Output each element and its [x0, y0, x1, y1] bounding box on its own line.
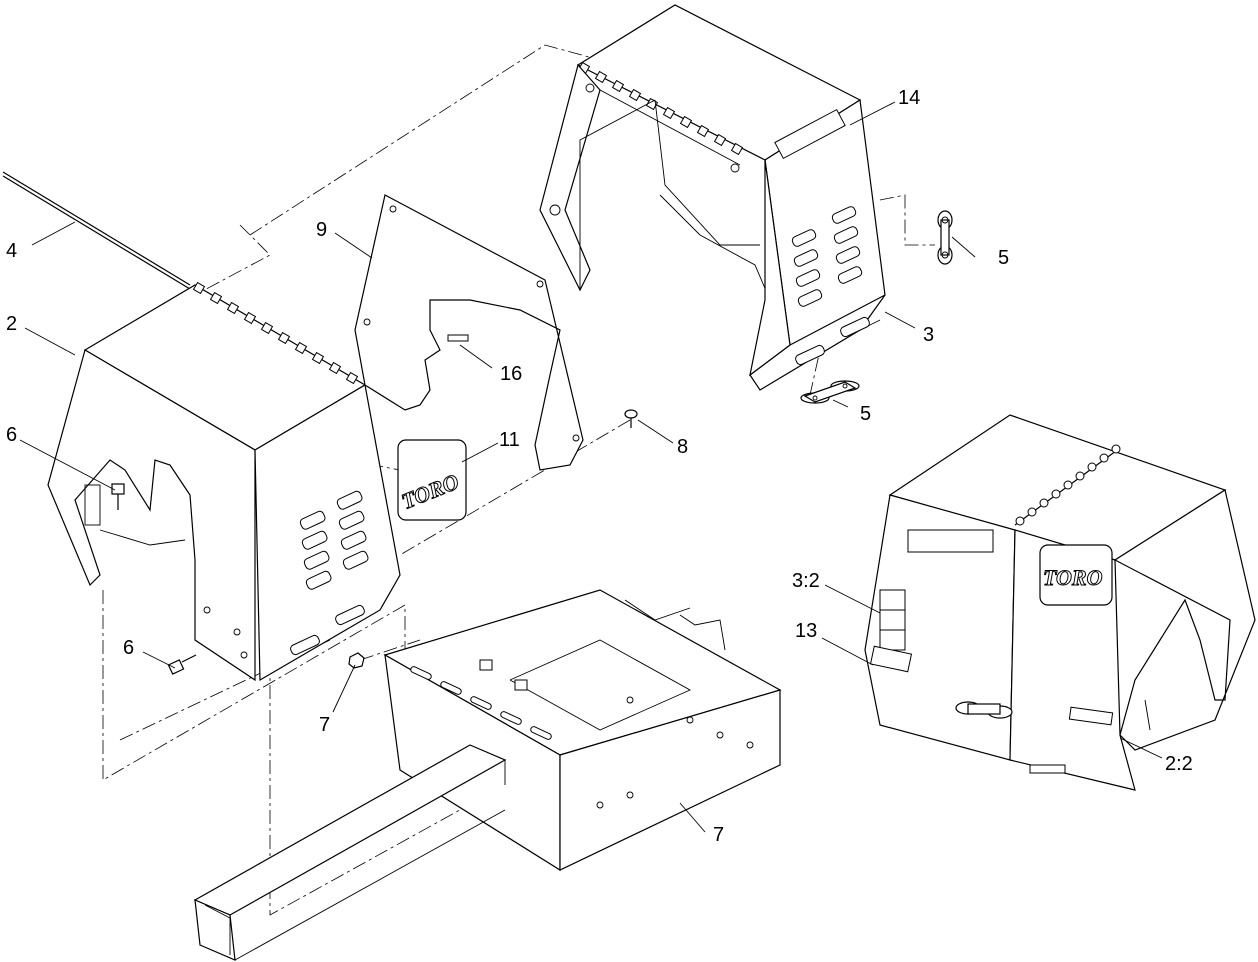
latch-link-upper: [937, 210, 953, 265]
callout-16: 16: [500, 363, 522, 385]
divider-plate: [354, 194, 584, 471]
callout-6-upper: 6: [6, 424, 17, 446]
bolt-upper: [111, 483, 125, 510]
callout-5-lower: 5: [860, 403, 871, 425]
callout-7-upper: 7: [319, 714, 330, 736]
channel-rail: [193, 744, 507, 961]
vent-slots-left-cover: [290, 490, 369, 656]
assembled-cover-unit: TORO: [864, 414, 1256, 791]
leader-lines: [19, 101, 1163, 833]
hinge-rod: [2, 171, 191, 290]
callout-2: 2: [6, 313, 17, 335]
callout-11: 11: [499, 429, 520, 451]
callout-2-2: 2:2: [1165, 753, 1193, 775]
frame-slots: [410, 659, 552, 740]
callout-13: 13: [795, 620, 817, 642]
callout-5-upper: 5: [998, 247, 1009, 269]
left-side-cover: [47, 281, 401, 682]
right-side-cover: [539, 4, 886, 391]
callout-6-lower: 6: [123, 637, 134, 659]
latch-link-lower: [800, 380, 860, 404]
svg-text:TORO: TORO: [1043, 565, 1103, 590]
callout-labels: 4 2 6 6 7 7 9 11 16 8 5 5 3 14 3:2 13 2:…: [6, 87, 1193, 846]
hinge-knuckles-right: [577, 61, 744, 156]
bolt-lower: [167, 654, 197, 675]
hinge-knuckles-assembled: [1015, 444, 1121, 526]
vent-slots-right-cover: [791, 206, 870, 366]
callout-7-lower: 7: [713, 824, 724, 846]
callout-3-2: 3:2: [792, 570, 820, 592]
callout-14: 14: [898, 87, 920, 109]
callout-4: 4: [6, 240, 17, 262]
callout-3: 3: [923, 324, 934, 346]
nut-upper: [348, 652, 365, 669]
screw: [624, 409, 638, 428]
callout-9: 9: [316, 219, 327, 241]
toro-decal-left: TORO: [397, 439, 467, 521]
hinge-knuckles-left: [192, 281, 359, 385]
callout-8: 8: [677, 436, 688, 458]
